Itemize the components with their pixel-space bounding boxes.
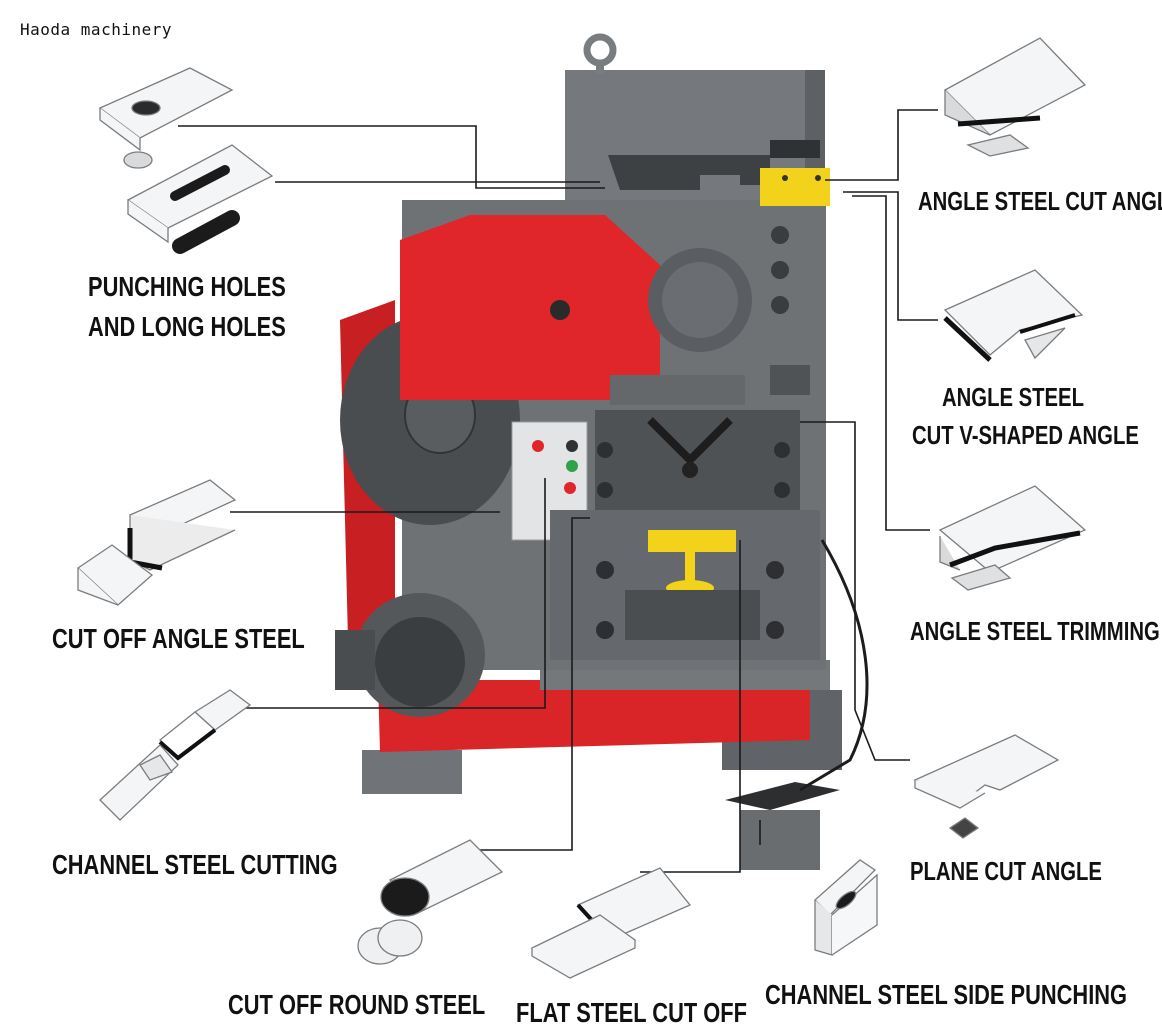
label-angle-cut-angle: ANGLE STEEL CUT ANGLE xyxy=(918,186,1162,216)
label-angle-steel: ANGLE STEEL xyxy=(942,382,1084,412)
label-cut-off-angle: CUT OFF ANGLE STEEL xyxy=(52,623,305,654)
channel-side-icon xyxy=(814,859,878,956)
label-channel-cutting: CHANNEL STEEL CUTTING xyxy=(52,849,338,880)
label-long-holes: AND LONG HOLES xyxy=(88,311,286,342)
angle-piece-icon xyxy=(76,479,237,606)
label-plane-cut-angle: PLANE CUT ANGLE xyxy=(910,856,1102,886)
plane-cut-plate-icon xyxy=(913,734,1060,839)
ironworker-machine xyxy=(335,33,869,870)
label-angle-trimming: ANGLE STEEL TRIMMING xyxy=(910,616,1160,646)
label-channel-side-punching: CHANNEL STEEL SIDE PUNCHING xyxy=(765,979,1128,1010)
flat-plate-icon xyxy=(530,867,692,979)
label-v-shaped-angle: CUT V-SHAPED ANGLE xyxy=(912,420,1139,450)
angle-piece-icon xyxy=(943,37,1087,157)
leader-lines xyxy=(178,109,938,873)
round-bar-icon xyxy=(357,839,504,965)
label-cut-round-steel: CUT OFF ROUND STEEL xyxy=(228,989,486,1020)
label-punching-holes: PUNCHING HOLES xyxy=(88,271,286,302)
angle-piece-icon xyxy=(938,485,1087,591)
brand-watermark: Haoda machinery xyxy=(20,20,172,39)
label-flat-cut: FLAT STEEL CUT OFF xyxy=(516,997,747,1028)
channel-piece-icon xyxy=(99,689,252,821)
punched-plate-icon xyxy=(98,67,234,169)
angle-piece-icon xyxy=(943,269,1084,362)
slotted-plate-icon xyxy=(126,144,274,254)
